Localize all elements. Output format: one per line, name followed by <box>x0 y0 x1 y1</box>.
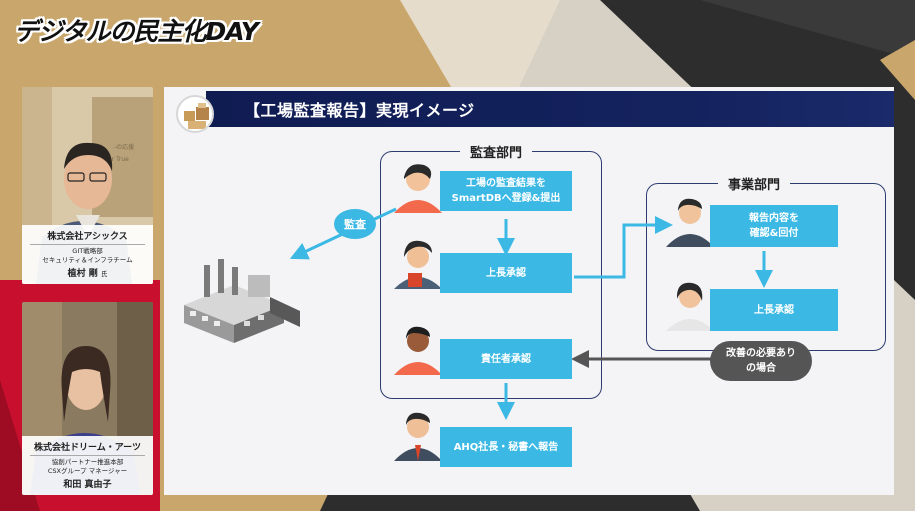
supervisor-avatar <box>390 233 446 289</box>
business-department-label: 事業部門 <box>718 174 791 193</box>
speaker-department: 協創パートナー推進本部 <box>51 458 124 466</box>
speaker-team: CSXグループ マネージャー <box>47 467 128 475</box>
manager-avatar <box>390 319 446 375</box>
speaker-video-2: 株式会社ドリーム・アーツ 協創パートナー推進本部 CSXグループ マネージャー … <box>22 302 153 495</box>
event-logo: デジタルの民主化DAY <box>14 17 259 46</box>
step-supervisor-approval-audit: 上長承認 <box>440 253 572 293</box>
slide-header: 【工場監査報告】実現イメージ <box>164 87 894 133</box>
speaker-name: 植村 剛 氏 <box>67 269 108 279</box>
speaker-department: GIT戦略部 <box>72 247 103 255</box>
speaker-name: 和田 真由子 <box>63 480 112 490</box>
speaker-company: 株式会社アシックス <box>30 229 145 245</box>
svg-text:-の応援: -の応援 <box>114 143 134 151</box>
factory-illustration <box>184 259 300 343</box>
step-supervisor-approval-business: 上長承認 <box>710 289 838 331</box>
step-report-to-president: AHQ社長・秘書へ報告 <box>440 427 572 467</box>
boxes-icon <box>176 95 214 133</box>
business-staff-avatar <box>662 191 718 247</box>
speaker-2-caption: 株式会社ドリーム・アーツ 協創パートナー推進本部 CSXグループ マネージャー … <box>22 436 153 495</box>
audit-department-label: 監査部門 <box>460 142 533 161</box>
speaker-company: 株式会社ドリーム・アーツ <box>30 440 145 456</box>
step-responsible-approval: 責任者承認 <box>440 339 572 379</box>
presentation-slide: 【工場監査報告】実現イメージ 監査部門 事業部門 <box>164 87 894 495</box>
step-confirm-and-route: 報告内容を確認&回付 <box>710 205 838 247</box>
speaker-1-caption: 株式会社アシックス GIT戦略部 セキュリティ＆インフラチーム 植村 剛 氏 <box>22 225 153 284</box>
speaker-video-1: -の応援 er True 株式会社アシックス GIT戦略部 セキュリティ＆インフ… <box>22 87 153 284</box>
revision-required-note: 改善の必要あり の場合 <box>710 341 812 381</box>
svg-text:er True: er True <box>108 156 129 163</box>
slide-title: 【工場監査報告】実現イメージ <box>244 101 475 120</box>
audit-bubble: 監査 <box>334 209 376 239</box>
business-supervisor-avatar <box>662 275 718 331</box>
auditor-avatar <box>390 157 446 213</box>
slide-title-bar <box>206 91 894 127</box>
speaker-team: セキュリティ＆インフラチーム <box>42 256 133 264</box>
president-avatar <box>390 405 446 461</box>
